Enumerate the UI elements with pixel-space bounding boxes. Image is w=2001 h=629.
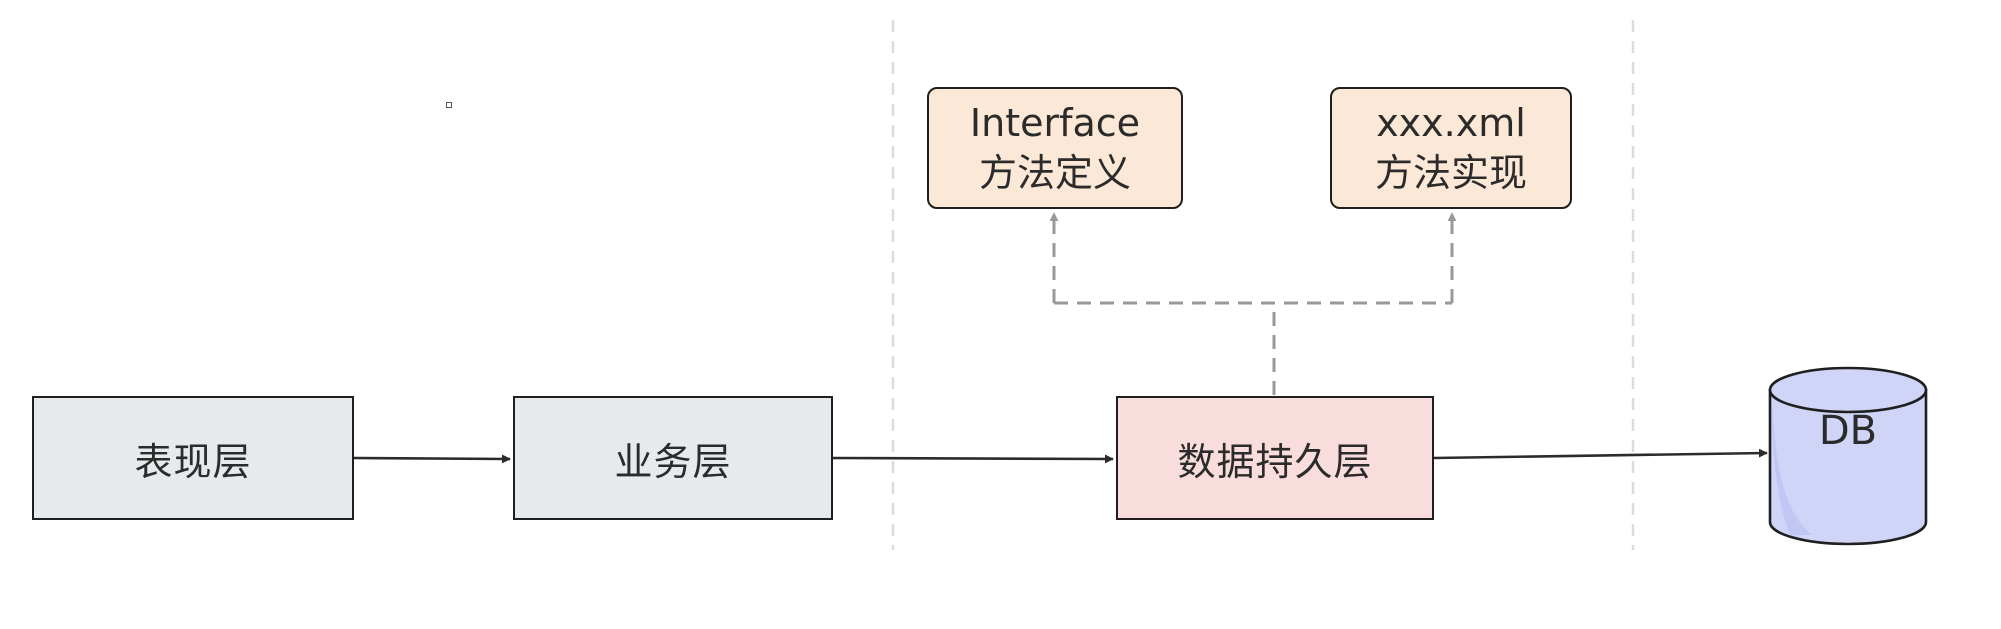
interface-definition-box[interactable]: Interface 方法定义	[927, 87, 1183, 209]
xml-implementation-box[interactable]: xxx.xml 方法实现	[1330, 87, 1572, 209]
xml-description: 方法实现	[1374, 151, 1527, 195]
persistence-layer-box[interactable]: 数据持久层	[1116, 396, 1434, 520]
database-label: DB	[1818, 408, 1878, 454]
presentation-layer-box[interactable]: 表现层	[32, 396, 354, 520]
small-square-marker	[446, 102, 452, 108]
arrow-persistence-to-db	[1433, 448, 1768, 460]
database-cylinder	[1768, 366, 1928, 546]
arrow-business-to-persistence	[831, 454, 1114, 464]
arrow-presentation-to-business	[352, 454, 511, 464]
business-layer-box[interactable]: 业务层	[513, 396, 833, 520]
presentation-layer-label: 表现层	[134, 439, 252, 484]
xml-label: xxx.xml	[1376, 101, 1526, 145]
business-layer-label: 业务层	[614, 439, 732, 484]
interface-label: Interface	[969, 101, 1141, 145]
persistence-layer-label: 数据持久层	[1177, 439, 1373, 484]
interface-description: 方法定义	[978, 151, 1131, 195]
